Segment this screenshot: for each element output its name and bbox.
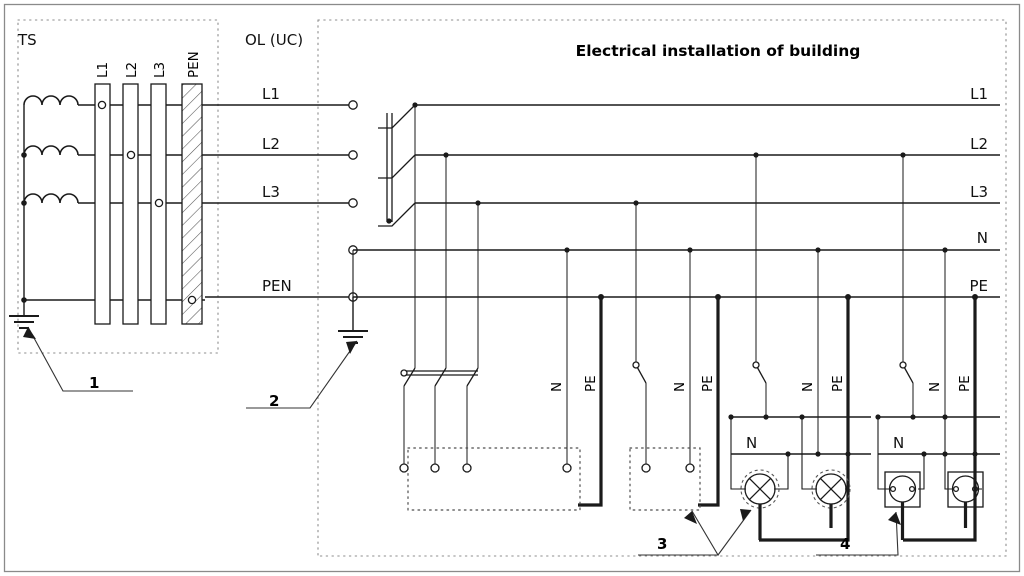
load-enclosure-three-phase	[407, 447, 581, 511]
circuit-single-phase-load: N PE	[629, 200, 721, 511]
bus-label-l2: L2	[970, 135, 988, 153]
ol-label-l2: L2	[262, 135, 280, 153]
callout-number: 3	[657, 535, 667, 553]
transformer-winding-l3-icon	[23, 193, 205, 204]
load-enclosure-single-phase	[629, 447, 701, 511]
conductor-label-n: N	[927, 382, 943, 392]
ol-label-l1: L1	[262, 85, 280, 103]
bus-label-l3: L3	[970, 183, 988, 201]
junction-dot	[900, 152, 906, 158]
circuit-lighting: N N PE	[728, 152, 871, 542]
circuit-breaker-icon-3p[interactable]	[400, 367, 479, 468]
socket-outlet-icon-1	[877, 417, 925, 540]
busbar-terminal-l1	[97, 100, 107, 110]
busbar-pen	[181, 83, 203, 325]
conductor-label-pe: PE	[957, 375, 973, 392]
luminaire-icon-1	[730, 417, 789, 540]
pe-conductor	[903, 297, 977, 542]
earth-ground-icon-transformer	[9, 300, 39, 329]
junction-dot	[942, 247, 948, 253]
ol-label-l3: L3	[262, 183, 280, 201]
pe-conductor	[698, 297, 720, 507]
busbar-terminal-l2	[126, 150, 136, 160]
region-transformer-station	[17, 19, 219, 354]
callout-1: 1	[23, 326, 133, 392]
conductor-label-pe: PE	[700, 375, 716, 392]
circuit-breaker-icon-1p-a[interactable]	[632, 361, 647, 468]
busbar-l2	[122, 83, 139, 325]
callout-3: 3	[638, 509, 752, 556]
load-terminal	[562, 463, 572, 473]
callout-4: 4	[816, 511, 901, 556]
service-terminal-l2	[348, 150, 358, 160]
circuit-breaker-icon-1p-c[interactable]	[899, 361, 914, 417]
busbar-terminal-l3	[154, 198, 164, 208]
region-building	[317, 19, 1007, 557]
section-label-ts: TS	[17, 31, 37, 49]
junction-dot	[633, 200, 639, 206]
socket-outlet-icon-2	[944, 417, 984, 528]
junction-dot	[972, 294, 978, 300]
service-terminal-l1	[348, 100, 358, 110]
callout-number: 2	[269, 392, 279, 410]
bus-label-pe: PE	[969, 277, 988, 295]
junction-dot	[910, 414, 916, 420]
junction-dot	[564, 247, 570, 253]
busbar-label-l3: L3	[152, 62, 168, 78]
busbar-l1	[94, 83, 111, 325]
earth-ground-icon-pen	[338, 297, 368, 344]
page-title: Electrical installation of building	[576, 42, 861, 60]
bus-label-l1: L1	[970, 85, 988, 103]
conductor-label-n: N	[672, 382, 688, 392]
circuit-three-phase-load: N PE	[399, 102, 604, 511]
pe-conductor	[759, 297, 850, 542]
pe-conductor	[578, 297, 603, 507]
callout-number: 1	[89, 374, 99, 392]
junction-dot	[715, 294, 721, 300]
transformer-winding-l1-icon	[23, 95, 205, 106]
junction-dot	[753, 152, 759, 158]
circuit-sockets: N N PE	[875, 152, 1000, 542]
junction-dot	[598, 294, 604, 300]
load-terminal	[685, 463, 695, 473]
junction-dot	[815, 247, 821, 253]
callout-number: 4	[840, 535, 850, 553]
conductor-label-pe: PE	[830, 375, 846, 392]
junction-dot	[763, 414, 769, 420]
junction-dot	[412, 102, 418, 108]
junction-dot	[475, 200, 481, 206]
circuit-breaker-icon-1p-b[interactable]	[752, 361, 767, 417]
load-terminal	[641, 463, 651, 473]
load-terminal	[462, 463, 472, 473]
junction-dot	[815, 451, 821, 457]
junction-dot	[21, 152, 27, 158]
junction-dot	[845, 294, 851, 300]
socket-neutral-label: N	[893, 434, 904, 452]
junction-dot	[21, 200, 27, 206]
conductor-label-n: N	[549, 382, 565, 392]
luminaire-icon-2	[801, 417, 851, 528]
junction-dot	[443, 152, 449, 158]
conductor-label-n: N	[800, 382, 816, 392]
busbar-terminal-pen	[187, 295, 197, 305]
busbar-label-l2: L2	[124, 62, 140, 78]
lighting-neutral-label: N	[746, 434, 757, 452]
main-disconnector-icon[interactable]	[378, 104, 416, 227]
load-terminal	[430, 463, 440, 473]
junction-dot	[687, 247, 693, 253]
ol-label-pen: PEN	[262, 277, 292, 295]
section-label-ol: OL (UC)	[245, 31, 303, 49]
bus-label-n: N	[977, 229, 988, 247]
busbar-label-pen: PEN	[186, 51, 202, 78]
busbar-label-l1: L1	[95, 62, 111, 78]
conductor-label-pe: PE	[583, 375, 599, 392]
transformer-winding-l2-icon	[23, 145, 205, 156]
load-terminal	[399, 463, 409, 473]
service-terminal-l3	[348, 198, 358, 208]
diagram-border	[3, 3, 1021, 573]
callout-2: 2	[246, 340, 358, 410]
